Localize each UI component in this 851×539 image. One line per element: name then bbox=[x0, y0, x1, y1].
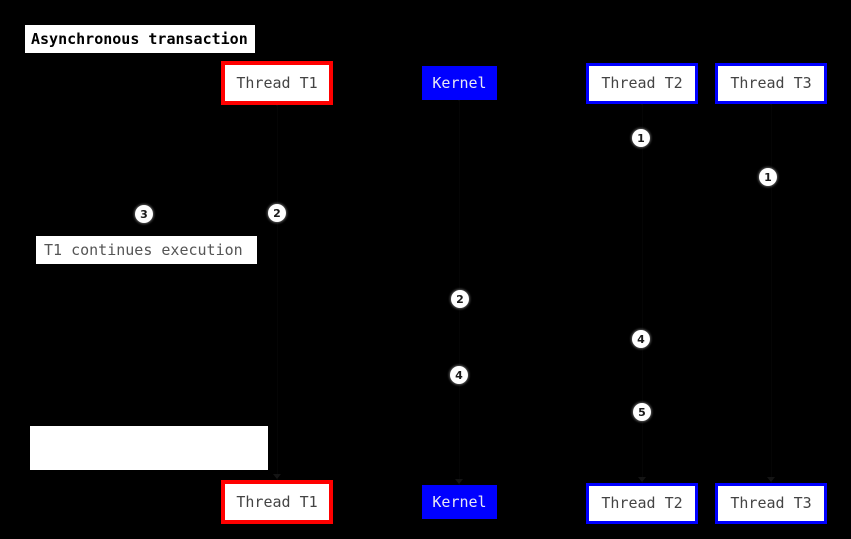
step-number-badge-4: 2 bbox=[268, 204, 286, 222]
lifeline-header-bottom-thread-t1[interactable]: Thread T1 bbox=[221, 480, 333, 524]
lifeline-header-top-kernel[interactable]: Kernel bbox=[422, 66, 497, 100]
diagram-title-box: Asynchronous transaction bbox=[25, 25, 255, 53]
arrow-nub-bottom-3 bbox=[638, 477, 646, 482]
step-number-badge-2: 1 bbox=[759, 168, 777, 186]
step-number-badge-6: 4 bbox=[632, 330, 650, 348]
step-number-badge-1: 1 bbox=[632, 129, 650, 147]
arrow-nub-bottom-4 bbox=[767, 477, 775, 482]
lifeline-header-top-thread-t1[interactable]: Thread T1 bbox=[221, 61, 333, 105]
step-number-badge-3: 3 bbox=[135, 205, 153, 223]
note-t1-continues-execution: T1 continues execution bbox=[36, 236, 257, 264]
arrow-nub-bottom-2 bbox=[455, 479, 463, 484]
lifeline-header-bottom-thread-t2[interactable]: Thread T2 bbox=[586, 483, 698, 524]
lifeline-3 bbox=[642, 104, 643, 483]
lifeline-4 bbox=[771, 104, 772, 483]
lifeline-header-top-thread-t2[interactable]: Thread T2 bbox=[586, 63, 698, 104]
blank-note-box bbox=[30, 426, 268, 470]
arrow-nub-bottom-1 bbox=[273, 474, 281, 479]
step-number-badge-8: 5 bbox=[633, 403, 651, 421]
lifeline-header-top-thread-t3[interactable]: Thread T3 bbox=[715, 63, 827, 104]
lifeline-header-bottom-kernel[interactable]: Kernel bbox=[422, 485, 497, 519]
step-number-badge-5: 2 bbox=[451, 290, 469, 308]
lifeline-1 bbox=[277, 105, 278, 480]
lifeline-header-bottom-thread-t3[interactable]: Thread T3 bbox=[715, 483, 827, 524]
step-number-badge-7: 4 bbox=[450, 366, 468, 384]
